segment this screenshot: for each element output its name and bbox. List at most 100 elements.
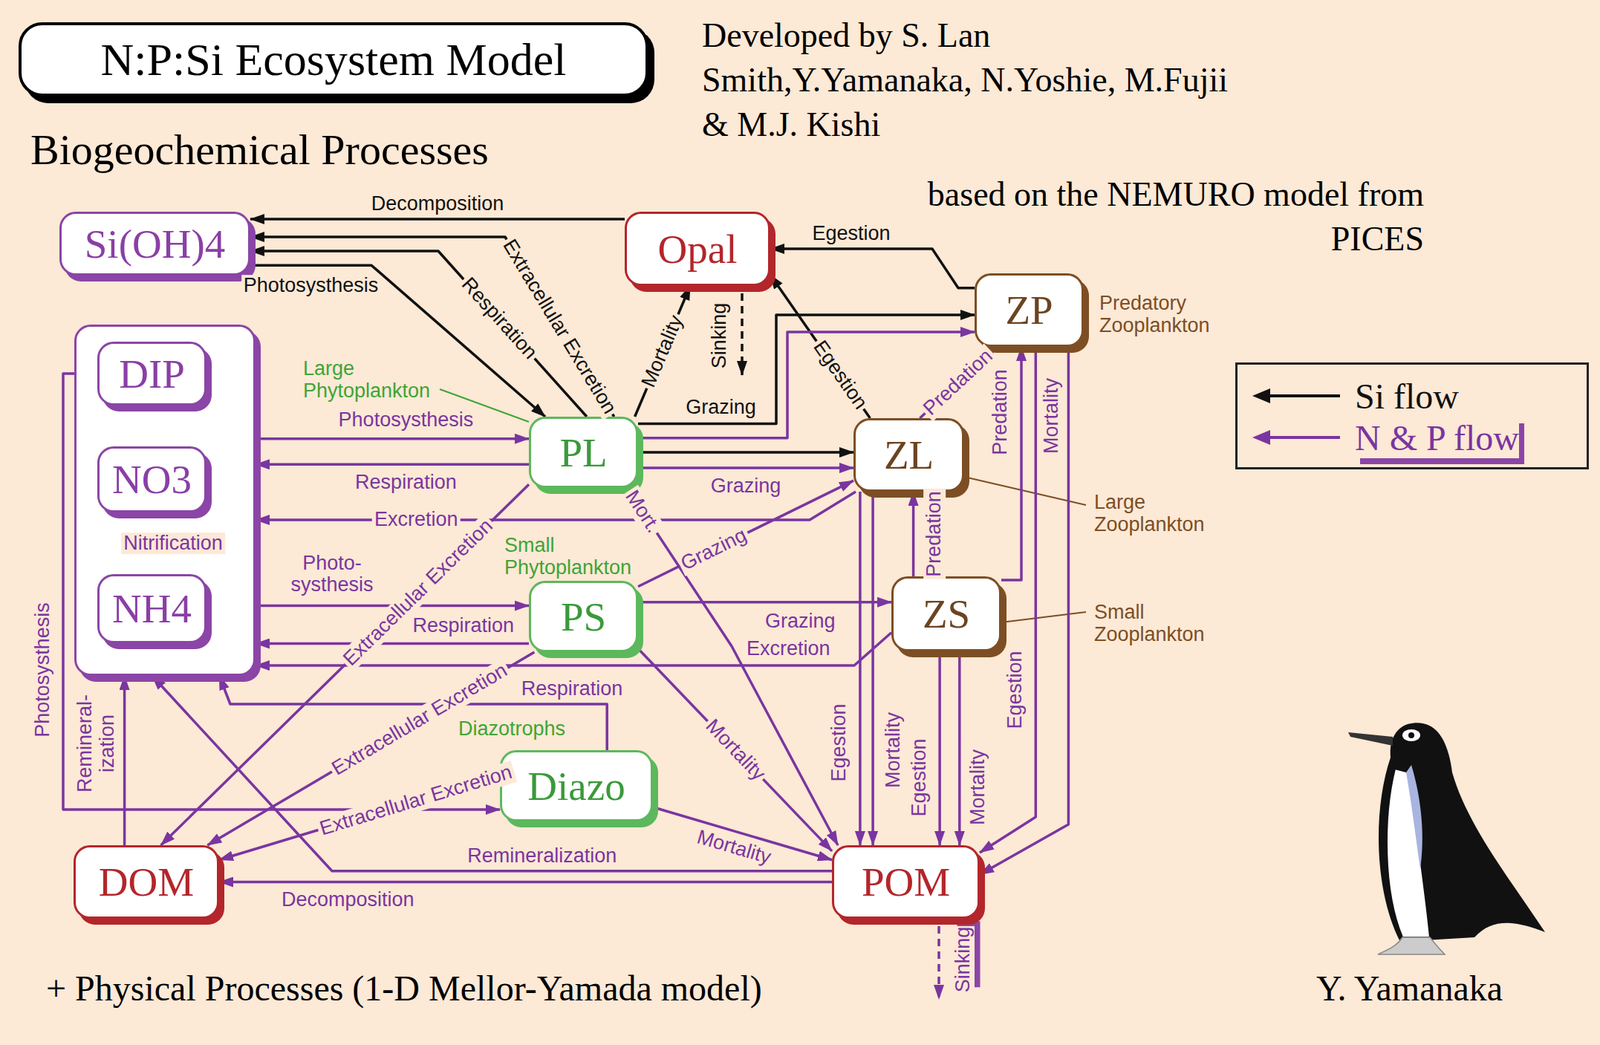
flow-label: Predation: [989, 366, 1012, 458]
penguin-illustration: [1348, 722, 1546, 955]
node-label: Opal: [658, 228, 738, 270]
flow-label: Grazing: [762, 610, 838, 633]
flow-arrow: [207, 652, 535, 846]
flow-arrow: [123, 675, 127, 846]
penguin-eye: [1408, 732, 1415, 739]
flow-label: Egestion: [809, 222, 893, 246]
node-label: ZL: [883, 434, 934, 476]
flow-label: Mortality: [698, 713, 771, 787]
flow-label: Mortality: [691, 825, 775, 870]
note-text: Biogeochemical Processes: [30, 124, 489, 175]
legend-sample: [1252, 384, 1342, 408]
flow-arrow: [958, 651, 962, 846]
legend-text: N & P flow: [1354, 417, 1520, 459]
compartment-box: NH4: [97, 574, 207, 644]
compartment-box: PSSmall Phytoplankton: [528, 580, 639, 653]
legend-line: [1264, 394, 1341, 398]
penguin-beak: [1348, 732, 1393, 746]
node-label: PS: [560, 596, 607, 638]
legend-text: Si flow: [1354, 375, 1459, 417]
flow-label: Grazing: [683, 396, 759, 419]
legend-arrowhead: [1252, 430, 1271, 445]
compartment-box: ZSSmall Zooplankton: [891, 576, 1002, 652]
legend-sample: [1252, 426, 1342, 449]
legend-box: Si flowN & P flow: [1235, 362, 1589, 470]
flow-arrow: [858, 491, 862, 846]
flow-arrow: [871, 491, 875, 846]
flow-label: Photosysthesis: [336, 409, 477, 432]
flow-label: Respiration: [410, 615, 517, 638]
compartment-box: DOM: [73, 845, 220, 919]
compartment-box: Opal: [624, 211, 771, 286]
flow-label: Excretion: [372, 508, 461, 532]
flow-label: Egestion: [807, 335, 873, 416]
penguin-belly: [1386, 768, 1430, 938]
flow-label: Extracellular Excretion: [326, 658, 514, 781]
penguin-eye-ring: [1402, 729, 1421, 742]
legend-arrowhead: [1252, 388, 1271, 404]
flow-label: Photosysthesis: [241, 274, 382, 298]
compartment-box: Si(OH)4: [59, 211, 251, 276]
penguin-body: [1378, 722, 1546, 942]
node-caption: Diazotrophs: [458, 717, 622, 740]
note-text: + Physical Processes (1-D Mellor-Yamada …: [46, 967, 763, 1009]
flow-arrow: [635, 285, 691, 417]
compartment-box: ZLLarge Zooplankton: [853, 418, 965, 492]
penguin-patch: [1406, 765, 1423, 870]
node-label: DOM: [98, 861, 194, 903]
flow-label: Decomposition: [279, 889, 417, 912]
flow-label: Egestion: [828, 701, 851, 784]
compartment-box: PLLarge Phytoplankton: [528, 416, 639, 489]
node-caption: Predatory Zooplankton: [1099, 291, 1271, 337]
legend-row: N & P flow: [1252, 416, 1572, 459]
flow-label: Grazing: [675, 522, 752, 576]
flow-arrow: [638, 466, 854, 470]
node-label: NH4: [112, 588, 192, 630]
flow-label: Nitrification: [121, 532, 226, 555]
flow-label: Mortality: [967, 747, 990, 828]
flow-label: Egestion: [1004, 649, 1027, 732]
compartment-box: DIP: [97, 341, 207, 406]
nutrient-box: DIP NO3NH4: [74, 324, 256, 676]
legend-line: [1264, 436, 1341, 439]
flow-label: Photo- systhesis: [285, 552, 379, 597]
flow-arrow: [638, 648, 832, 852]
flow-label: Mort.: [619, 485, 666, 540]
title-box: N:P:Si Ecosystem Model: [18, 22, 649, 97]
compartment-box: POM: [831, 845, 980, 919]
node-label: ZS: [922, 593, 971, 635]
note-text: Sinking: [951, 927, 975, 994]
flow-label: Grazing: [708, 475, 784, 498]
legend-row: Si flow: [1252, 375, 1572, 417]
flow-label: Mortality: [636, 309, 689, 393]
flow-arrow: [626, 488, 838, 846]
node-label: DIP: [118, 353, 185, 395]
node-caption: Small Zooplankton: [1094, 600, 1258, 646]
node-label: Diazo: [527, 765, 625, 807]
flow-label: Respiration: [352, 471, 460, 494]
flow-arrow: [250, 217, 625, 221]
flow-arrow: [152, 675, 832, 872]
compartment-box: NO3: [97, 446, 207, 513]
flow-label: Decomposition: [369, 193, 507, 216]
sinking-arrow: [937, 926, 941, 1000]
flow-label: Mortality: [1041, 375, 1064, 457]
node-label: Si(OH)4: [84, 223, 226, 265]
flow-arrow: [912, 491, 916, 577]
flow-label: Predation: [917, 343, 999, 422]
flow-label: Excretion: [744, 638, 833, 661]
node-caption: Large Zooplankton: [1094, 490, 1258, 536]
flow-label: Egestion: [908, 736, 931, 819]
node-label: PL: [559, 432, 607, 474]
note-text: based on the NEMURO model from PICES: [918, 172, 1424, 262]
flow-label: Photosysthesis: [31, 600, 55, 740]
flow-label: Remineral- ization: [74, 689, 119, 798]
penguin-feet: [1377, 937, 1445, 955]
title-text: N:P:Si Ecosystem Model: [101, 33, 567, 87]
compartment-box: ZPPredatory Zooplankton: [974, 273, 1084, 347]
flow-arrow: [255, 642, 529, 646]
flow-arrow: [638, 600, 892, 604]
node-label: NO3: [112, 459, 192, 500]
